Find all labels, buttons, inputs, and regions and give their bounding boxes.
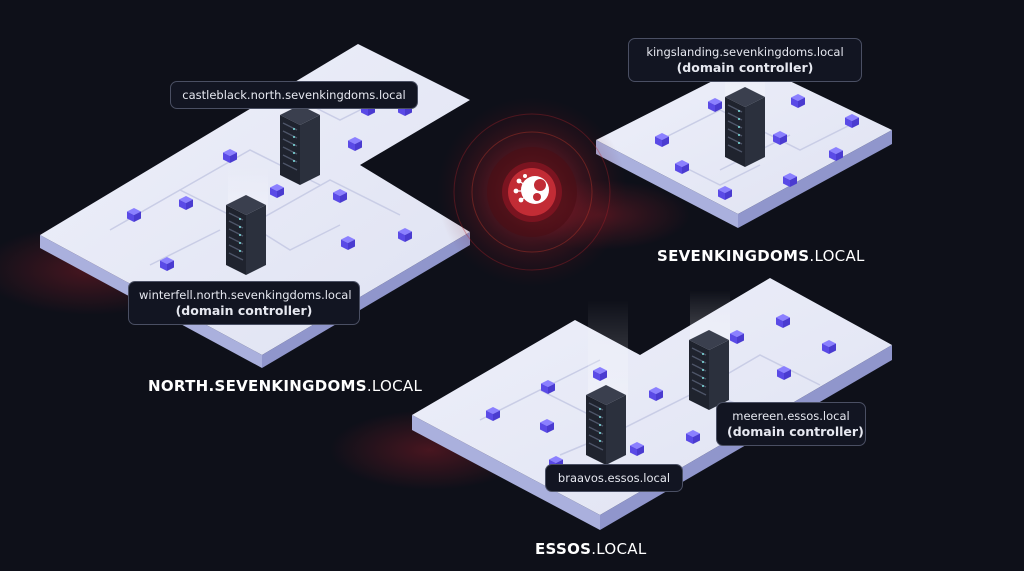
domain-name: ESSOS [535,540,592,558]
domain-tld: .LOCAL [366,377,423,395]
server-label-meereen: meereen.essos.local (domain controller) [716,402,866,446]
server-role: (domain controller) [727,424,864,439]
domain-tld: .LOCAL [591,540,647,558]
server-label-winterfell: winterfell.north.sevenkingdoms.local (do… [128,281,360,325]
server-label-castleblack: castleblack.north.sevenkingdoms.local [170,81,418,109]
server-role: (domain controller) [676,60,814,75]
domain-name: NORTH.SEVENKINGDOMS [148,377,367,395]
server-hostname: meereen.essos.local [732,409,850,423]
domain-title-sevenkingdoms: SEVENKINGDOMS.LOCAL [657,247,865,265]
server-role: (domain controller) [175,303,313,318]
domain-name: SEVENKINGDOMS [657,247,810,265]
server-rack-icon [688,329,730,411]
server-label-kingslanding: kingslanding.sevenkingdoms.local (domain… [628,38,862,82]
server-rack-icon [279,104,321,186]
attacker-logo-icon [513,174,549,204]
domain-title-north: NORTH.SEVENKINGDOMS.LOCAL [148,377,422,395]
server-rack-icon [724,86,766,168]
server-rack-icon [225,194,267,276]
attacker-node [437,97,627,287]
server-hostname: braavos.essos.local [557,471,671,485]
server-hostname: kingslanding.sevenkingdoms.local [646,45,844,59]
domain-tld: .LOCAL [809,247,865,265]
server-label-braavos: braavos.essos.local [545,464,683,492]
server-hostname: castleblack.north.sevenkingdoms.local [182,88,406,102]
domain-title-essos: ESSOS.LOCAL [535,540,647,558]
server-hostname: winterfell.north.sevenkingdoms.local [139,288,352,302]
server-rack-icon [585,384,627,466]
